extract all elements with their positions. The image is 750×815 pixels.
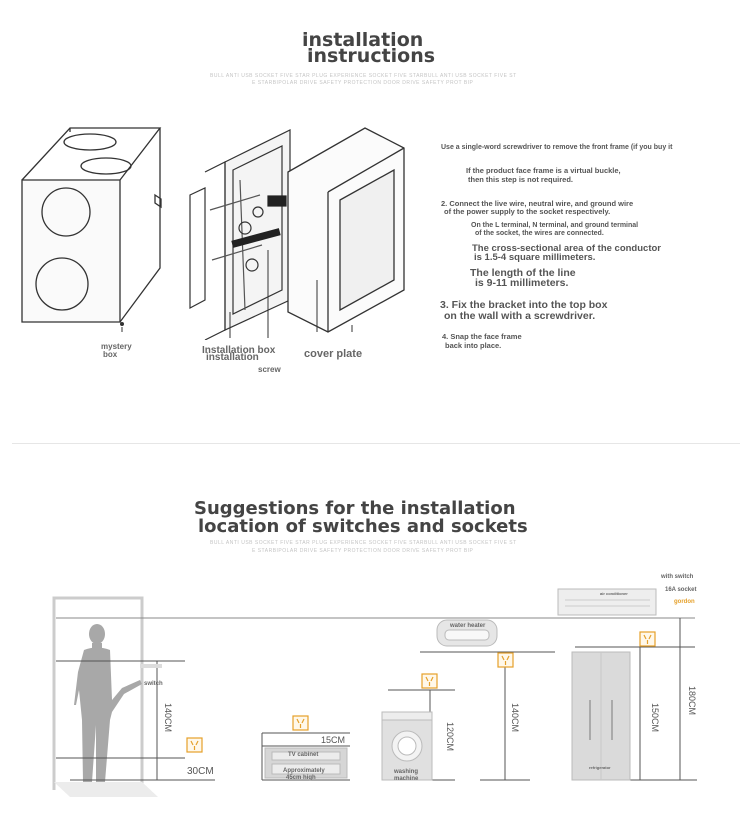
- height-140cm-heater: 140CM: [510, 703, 520, 733]
- switch-plate: [140, 664, 162, 668]
- section1-subtitle-line1: BULL ANTI USB SOCKET FIVE STAR PLUG EXPE…: [210, 73, 517, 79]
- step-2-line2: of the power supply to the socket respec…: [444, 207, 611, 216]
- label-approx-line2: 45cm high: [286, 775, 316, 781]
- socket-icon-fridge: [639, 631, 656, 647]
- label-approx-line1: Approximately: [283, 768, 325, 774]
- section1-subtitle-line2: E STARBIPOLAR DRIVE SAFETY PROTECTION DO…: [252, 80, 474, 86]
- tv-cabinet: [264, 747, 348, 779]
- label-washing-line1: washing: [394, 769, 419, 775]
- socket-icon-washing: [421, 673, 438, 689]
- label-screw: screw: [258, 365, 281, 374]
- step-3-line2: on the wall with a screwdriver.: [444, 310, 596, 322]
- step-1: Use a single-word screwdriver to remove …: [441, 144, 673, 151]
- water-heater: [436, 619, 498, 647]
- label-switch: switch: [144, 681, 163, 687]
- height-120cm: 120CM: [445, 722, 455, 752]
- washing-machine: [381, 711, 433, 781]
- socket-icons: [186, 631, 656, 753]
- label-washing-line2: machine: [394, 776, 419, 782]
- section1-title-line2: instructions: [307, 45, 436, 67]
- label-refrigerator: refrigerator: [589, 765, 611, 770]
- section2-title-line1: Suggestions for the installation: [194, 498, 516, 519]
- step-2c-line1: The length of the line: [470, 267, 576, 279]
- step-4-line1: 4. Snap the face frame: [442, 332, 522, 341]
- height-180cm: 180CM: [687, 686, 697, 716]
- label-tv-cabinet: TV cabinet: [288, 752, 319, 758]
- installation-exploded-diagram: [21, 127, 405, 340]
- label-water-heater: water heater: [450, 623, 486, 629]
- door-frame: [52, 596, 144, 790]
- step-3-line1: 3. Fix the bracket into the top box: [440, 299, 608, 311]
- label-installation-box-line2: installation: [206, 352, 259, 363]
- height-140cm-switch: 140CM: [163, 703, 173, 733]
- label-installation-box-line1: Installation box: [202, 345, 276, 356]
- air-conditioner: [557, 588, 657, 616]
- height-15cm: 15CM: [321, 735, 346, 745]
- socket-icon-switch: [186, 737, 203, 753]
- step-1a-line1: If the product face frame is a virtual b…: [466, 166, 621, 175]
- door-floor-shadow: [54, 782, 158, 797]
- label-16a-socket: 16A socket: [665, 587, 697, 593]
- socket-icon-tv: [292, 715, 309, 731]
- step-2a-line1: On the L terminal, N terminal, and groun…: [471, 222, 639, 229]
- mystery-box-drawing: [21, 127, 162, 323]
- step-1a-line2: then this step is not required.: [468, 175, 574, 184]
- step-4-line2: back into place.: [445, 341, 502, 350]
- step-2b-line1: The cross-sectional area of the conducto…: [472, 243, 661, 254]
- callout-pointers: [120, 250, 353, 338]
- label-gordon: gordon: [674, 599, 695, 605]
- step-2-line1: 2. Connect the live wire, neutral wire, …: [441, 199, 634, 208]
- height-30cm: 30CM: [187, 766, 214, 777]
- refrigerator: [571, 651, 631, 781]
- label-with-switch: with switch: [661, 574, 694, 580]
- person-silhouette: [74, 624, 142, 782]
- section2-subtitle-line1: BULL ANTI USB SOCKET FIVE STAR PLUG EXPE…: [210, 540, 517, 546]
- label-air-conditioner: air conditioner: [600, 591, 628, 596]
- section1-title-line1: installation: [302, 29, 424, 51]
- height-150cm: 150CM: [650, 703, 660, 733]
- section2-subtitle-line2: E STARBIPOLAR DRIVE SAFETY PROTECTION DO…: [252, 548, 474, 554]
- step-2c-line2: is 9-11 millimeters.: [475, 277, 569, 289]
- socket-icon-heater: [497, 652, 514, 668]
- label-cover-plate: cover plate: [304, 348, 363, 360]
- step-2a-line2: of the socket, the wires are connected.: [475, 230, 604, 237]
- label-mystery-box-line1: mystery: [101, 342, 132, 351]
- step-2b-line2: is 1.5-4 square millimeters.: [474, 252, 596, 263]
- section2-title-line2: location of switches and sockets: [198, 516, 528, 537]
- label-mystery-box-line2: box: [103, 350, 118, 359]
- section-divider: [12, 443, 740, 444]
